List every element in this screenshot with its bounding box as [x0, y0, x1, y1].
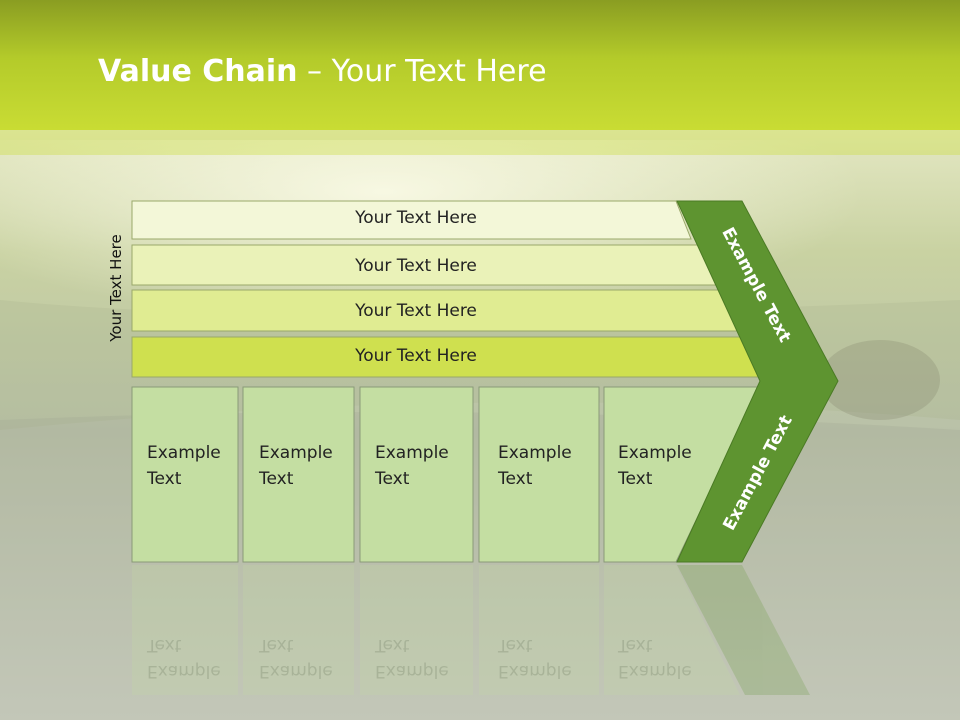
- chevron-shape: [676, 200, 839, 563]
- box-1-line2: Text: [147, 469, 182, 489]
- slide-title: Value Chain – Your Text Here: [98, 54, 547, 89]
- box-4-line2: Text: [498, 469, 533, 489]
- box-2-shape: [242, 386, 355, 563]
- band-2-label: Your Text Here: [355, 256, 477, 276]
- box-1-shape: [131, 386, 239, 563]
- band-3-label: Your Text Here: [355, 301, 477, 321]
- box-5-shape: [603, 386, 761, 563]
- box-5-line2: Text: [618, 469, 653, 489]
- box-3-line1: Example: [375, 443, 449, 463]
- box-4-shape: [478, 386, 600, 563]
- box-4-line1: Example: [498, 443, 572, 463]
- title-rest: – Your Text Here: [297, 54, 547, 89]
- reflection-group: [132, 565, 810, 695]
- box-3-shape: [359, 386, 474, 563]
- band-1-shape: [131, 200, 692, 240]
- box-2-line1: Example: [259, 443, 333, 463]
- box-2-line2: Text: [259, 469, 294, 489]
- band-1-label: Your Text Here: [355, 208, 477, 228]
- box-5-line1: Example: [618, 443, 692, 463]
- band-4-label: Your Text Here: [355, 346, 477, 366]
- box-3-line2: Text: [375, 469, 410, 489]
- box-1-line1: Example: [147, 443, 221, 463]
- title-bold: Value Chain: [98, 54, 298, 89]
